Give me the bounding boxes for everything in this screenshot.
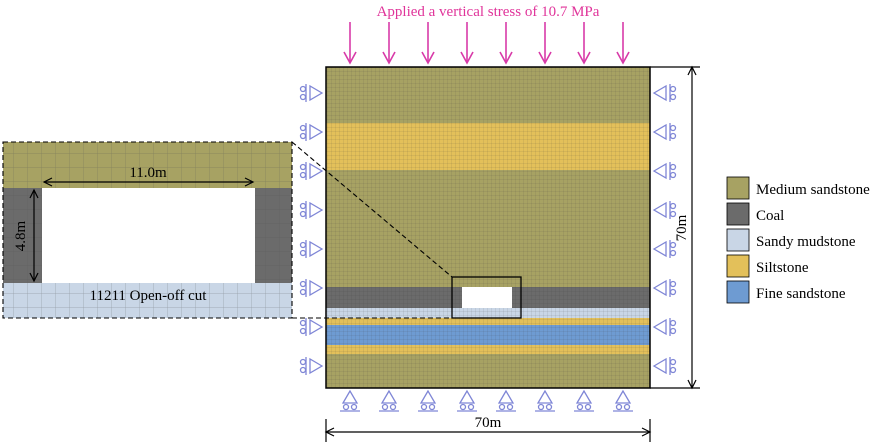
load-arrow: [499, 22, 513, 65]
inset-width-dimension: [42, 177, 255, 187]
legend-swatch: [726, 176, 750, 200]
roller-support: [652, 84, 677, 102]
roller-support: [652, 357, 677, 375]
pin-support: [613, 389, 633, 412]
pin-support: [340, 389, 360, 412]
inset-caption: 11211 Open-off cut: [90, 288, 208, 304]
zoom-region-box: [451, 276, 522, 319]
model-domain: [325, 66, 651, 389]
roller-support: [652, 201, 677, 219]
model-width-dimension: [324, 419, 652, 442]
load-arrows: [343, 22, 630, 65]
roller-support: [652, 279, 677, 297]
legend-label: Fine sandstone: [756, 286, 846, 302]
pin-support: [535, 389, 555, 412]
legend-item-sandy-mudstone: Sandy mudstone: [726, 228, 856, 252]
roller-support: [652, 240, 677, 258]
load-arrow: [538, 22, 552, 65]
legend-item-medium-sandstone: Medium sandstone: [726, 176, 870, 200]
legend-label: Sandy mudstone: [756, 234, 856, 250]
model-height-label: 70m: [674, 214, 690, 241]
legend-item-coal: Coal: [726, 202, 784, 226]
pin-support: [574, 389, 594, 412]
right-supports: [652, 84, 677, 375]
load-arrow: [382, 22, 396, 65]
pin-support: [496, 389, 516, 412]
load-arrow: [577, 22, 591, 65]
pin-support: [418, 389, 438, 412]
model-mesh: [326, 67, 650, 388]
pin-support: [457, 389, 477, 412]
legend-swatch: [726, 228, 750, 252]
inset-height-label: 4.8m: [13, 220, 29, 251]
legend-item-siltstone: Siltstone: [726, 254, 809, 278]
roller-support: [299, 84, 324, 102]
roller-support: [652, 162, 677, 180]
load-arrow: [421, 22, 435, 65]
roller-support: [652, 318, 677, 336]
roller-support: [299, 201, 324, 219]
roller-support: [652, 123, 677, 141]
legend-swatch: [726, 202, 750, 226]
inset-height-dimension: [29, 188, 39, 283]
load-arrow: [343, 22, 357, 65]
roller-support: [299, 240, 324, 258]
model-width-label: 70m: [475, 415, 502, 431]
model-border: [325, 66, 651, 389]
left-supports: [299, 84, 324, 375]
load-arrow: [460, 22, 474, 65]
inset-width-label: 11.0m: [129, 165, 167, 181]
zoom-connector-lines: [291, 141, 453, 319]
inset-border: [2, 141, 293, 319]
open-off-cut-void: [462, 287, 512, 308]
inset-roadway-void: [42, 188, 255, 283]
legend-swatch: [726, 254, 750, 278]
roller-support: [299, 318, 324, 336]
legend: Medium sandstone Coal Sandy mudstone Sil…: [726, 176, 870, 304]
load-label: Applied a vertical stress of 10.7 MPa: [377, 4, 600, 20]
roller-support: [299, 162, 324, 180]
load-arrow: [616, 22, 630, 65]
roller-support: [299, 279, 324, 297]
bottom-supports: [340, 389, 633, 412]
roller-support: [299, 123, 324, 141]
legend-label: Siltstone: [756, 260, 809, 276]
pin-support: [379, 389, 399, 412]
inset-detail: 11.0m 4.8m 11211 Open-off cut: [2, 141, 293, 319]
roller-support: [299, 357, 324, 375]
legend-item-fine-sandstone: Fine sandstone: [726, 280, 846, 304]
legend-swatch: [726, 280, 750, 304]
model-height-dimension: [650, 65, 700, 390]
legend-label: Coal: [756, 208, 784, 224]
legend-label: Medium sandstone: [756, 182, 870, 198]
